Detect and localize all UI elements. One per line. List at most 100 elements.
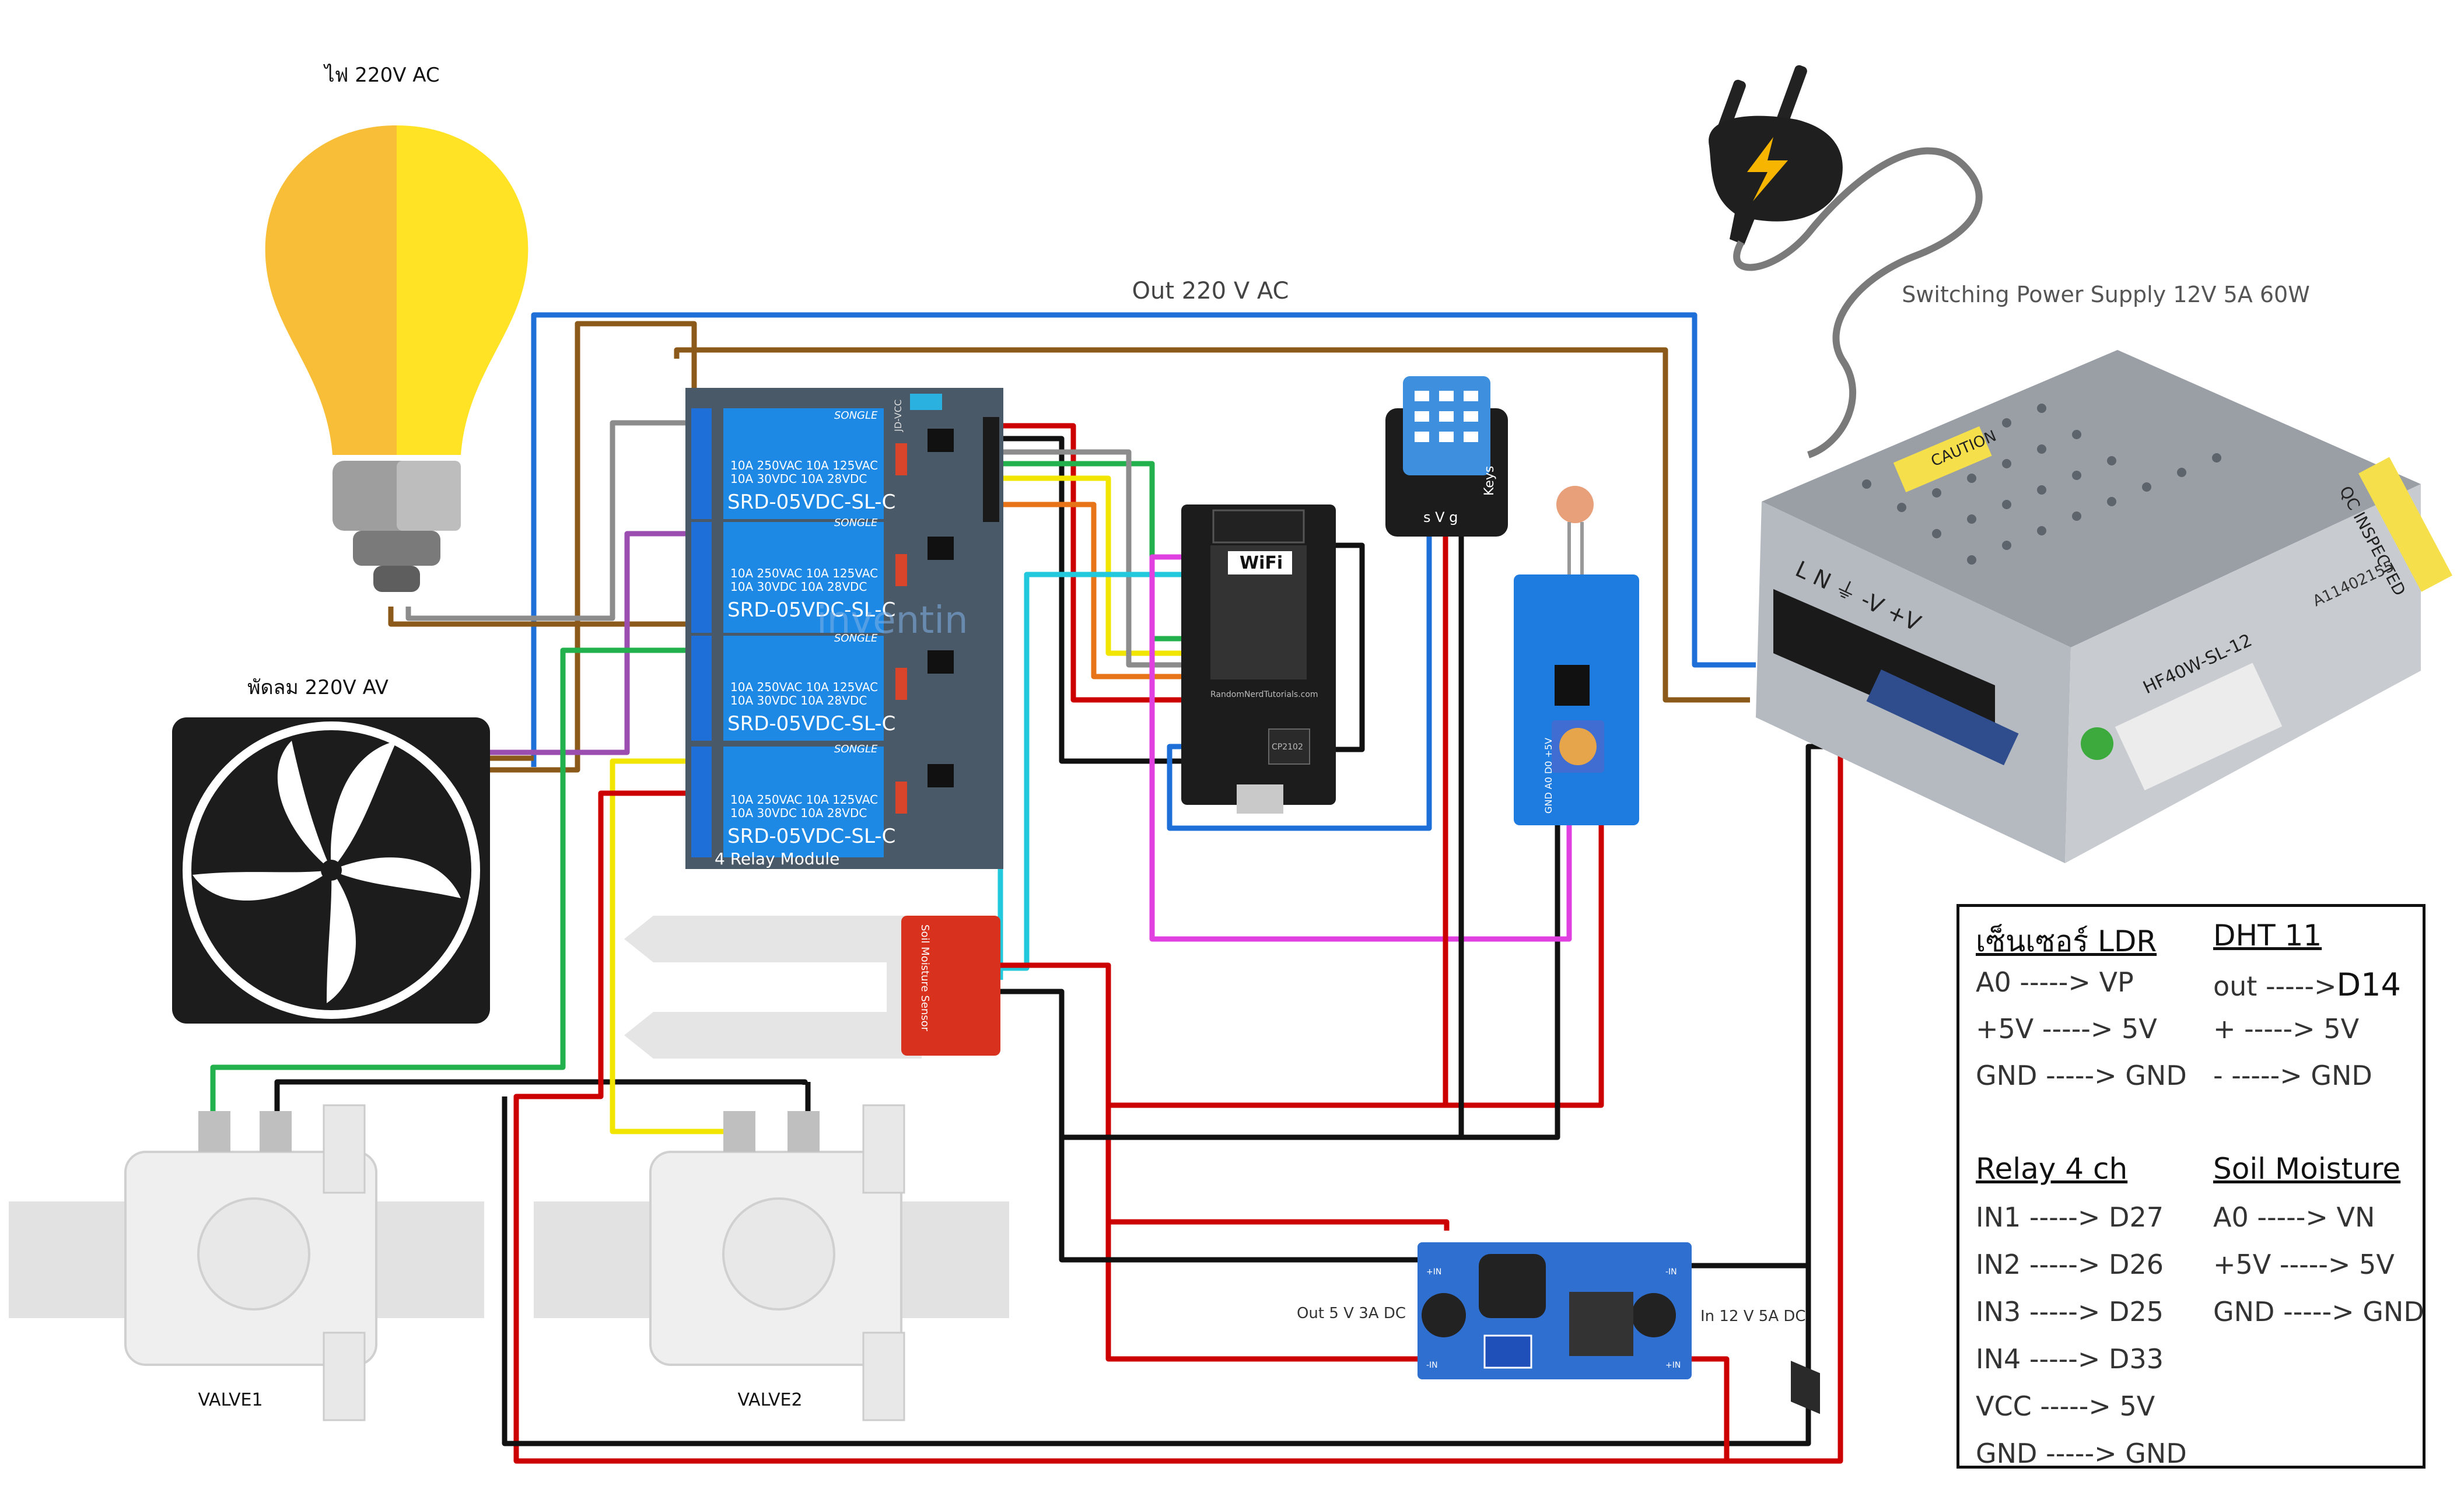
relay-terminal (691, 408, 712, 519)
relay-wiring-row: IN3 -----> D25 (1976, 1296, 2164, 1327)
dht-wiring-row: - -----> GND (2213, 1060, 2372, 1091)
psu-vent (2002, 459, 2011, 468)
psu-vent (1967, 514, 1976, 524)
dht-out-pin: D14 (2336, 966, 2401, 1003)
dht-slot (1415, 411, 1429, 422)
psu-qc-sticker (2358, 457, 2453, 592)
psu-terminals (1791, 1361, 1820, 1414)
lamp-label: ไฟ 220V AC (323, 64, 439, 87)
buck-pin-label: +IN (1426, 1267, 1441, 1277)
soil-moisture-sensor: Soil Moisture Sensor (624, 916, 1000, 1059)
relay-led (895, 668, 907, 700)
valve-2-pipe-left (534, 1201, 659, 1318)
relay-header (983, 417, 999, 522)
relay-wiring-row: IN2 -----> D26 (1976, 1249, 2164, 1280)
psu-label: Switching Power Supply 12V 5A 60W (1902, 282, 2310, 307)
dht-slot (1464, 391, 1478, 401)
wire-cyan-soil (986, 572, 1181, 971)
relay-transistor (928, 764, 954, 787)
valve-1-core (197, 1197, 310, 1311)
wire-black-valve1 (274, 1079, 808, 1131)
buck-pin-label: -IN (1426, 1361, 1438, 1370)
soil-probe-bottom (624, 1012, 910, 1059)
lamp-base-tip (373, 566, 420, 592)
psu-pcb (1866, 669, 2019, 766)
valve-2-core (722, 1197, 835, 1311)
wire-black-esp-right (1336, 542, 1365, 752)
plug-prong (1776, 65, 1807, 128)
relay-led (895, 554, 907, 586)
dht-slot (1439, 391, 1454, 401)
wire-blue-ac (531, 312, 1756, 767)
relay-1-spec1: 10A 250VAC 10A 125VAC (730, 458, 878, 472)
psu-top (1762, 350, 2421, 647)
buck-capacitor (1422, 1293, 1466, 1337)
buck-in-label: In 12 V 5A DC (1700, 1308, 1806, 1325)
wire-black-relay-gnd (986, 436, 1181, 764)
buck-out-label: Out 5 V 3A DC (1297, 1305, 1406, 1322)
buck-capacitor (1632, 1293, 1676, 1337)
relay-jd-jumper (910, 394, 942, 410)
plug-cable (1733, 147, 1983, 458)
relay-2-model: SRD-05VDC-SL-C (727, 598, 895, 622)
psu-vent (1897, 503, 1906, 512)
valve-1-mount (323, 1332, 366, 1421)
dht-slot (1439, 432, 1454, 442)
wire-green-valve1 (210, 647, 697, 1131)
relay-wiring-title: Relay 4 ch (1976, 1152, 2128, 1186)
valve-2-mount (862, 1104, 905, 1194)
psu-vent (1967, 555, 1976, 565)
wire-purple-fan (490, 531, 697, 755)
relay-2-spec1: 10A 250VAC 10A 125VAC (730, 566, 878, 580)
buck-converter: +IN -IN -IN +IN (1418, 1242, 1692, 1379)
psu-vent (2177, 468, 2186, 477)
wire-brown-relay (674, 347, 1750, 703)
fan-blade (330, 741, 397, 870)
dht-slot (1415, 391, 1429, 401)
buck-pin-label: +IN (1665, 1361, 1681, 1370)
lamp (265, 125, 528, 592)
psu-vent (2002, 500, 2011, 509)
wiring-table: เซ็นเซอร์ LDR DHT 11 A0 -----> VP +5V --… (1957, 904, 2426, 1469)
soil-label: Soil Moisture Sensor (919, 924, 931, 1032)
wifi-logo (1228, 551, 1292, 574)
wifi-text: WiFi (1240, 553, 1283, 573)
esp32-usb (1237, 784, 1283, 814)
valve-1-pipe-right (373, 1201, 484, 1318)
soil-probe-top (624, 916, 910, 962)
psu-vent (2037, 404, 2046, 413)
lamp-base-top-light (397, 461, 461, 531)
esp32-credit: RandomNerdTutorials.com (1210, 690, 1318, 699)
ldr-wiring-row: A0 -----> VP (1976, 966, 2134, 998)
relay-2-brand: SONGLE (834, 517, 878, 529)
relay-wiring-row: GND -----> GND (1976, 1438, 2187, 1469)
fan-hub (321, 860, 342, 881)
wire-yellow-relay-in2 (986, 475, 1181, 656)
plug-neck (1730, 210, 1756, 245)
wire-black-buck-out (1059, 811, 1560, 1263)
relay-4-model: SRD-05VDC-SL-C (727, 825, 895, 848)
psu-vent (1932, 488, 1941, 498)
relay-led (895, 782, 907, 814)
watermark-text: inventin (817, 599, 968, 642)
fan-blade (331, 857, 461, 898)
valve-2-label: VALVE2 (737, 1390, 802, 1410)
relay-jd-text: JD-VCC (892, 400, 904, 432)
valve-1-terminal (260, 1111, 292, 1152)
relay-1-model: SRD-05VDC-SL-C (727, 491, 895, 514)
relay-4-brand: SONGLE (834, 743, 878, 755)
buck-pin-label: -IN (1665, 1267, 1677, 1277)
valve-2 (534, 1104, 1009, 1421)
fan-blade (327, 870, 356, 1003)
relay-3-spec1: 10A 250VAC 10A 125VAC (730, 680, 878, 694)
psu-vent (1967, 474, 1976, 483)
wire-black-soil (986, 989, 1065, 1137)
ldr-wiring-row: GND -----> GND (1976, 1060, 2187, 1091)
psu-vent (2002, 418, 2011, 428)
relay-wiring-row: VCC -----> 5V (1976, 1390, 2155, 1422)
relay-1-spec2: 10A 30VDC 10A 28VDC (730, 472, 867, 486)
dht-slot (1439, 411, 1454, 422)
relay-wiring-row: IN1 -----> D27 (1976, 1201, 2164, 1233)
psu-terminal (1791, 1361, 1820, 1414)
